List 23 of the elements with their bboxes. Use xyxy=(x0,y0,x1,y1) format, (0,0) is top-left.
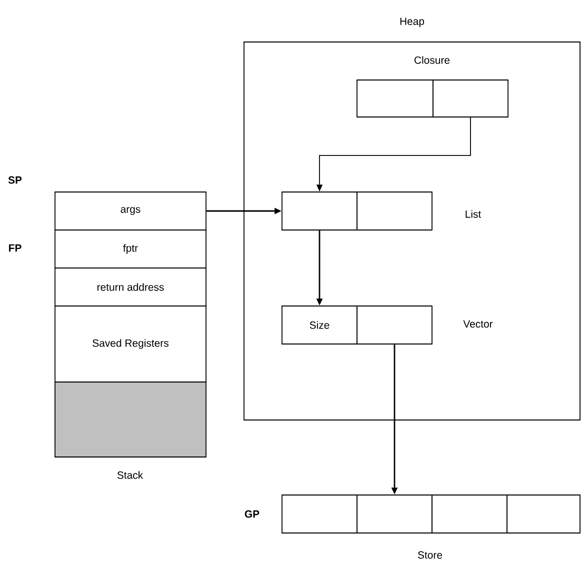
memory-cell xyxy=(356,192,432,230)
register-label: SP xyxy=(8,176,22,184)
memory-cell xyxy=(282,494,358,534)
memory-cell: Size xyxy=(282,306,358,344)
register-label: FP xyxy=(9,244,22,252)
node-label: Heap xyxy=(400,18,424,28)
memory-cell xyxy=(356,80,434,118)
caption-label: List xyxy=(466,210,482,218)
caption-label: Store xyxy=(418,551,442,559)
memory-cell xyxy=(282,192,358,230)
memory-cell xyxy=(432,80,508,118)
stack-cell: args xyxy=(54,192,206,230)
register-label: GP xyxy=(244,510,260,518)
stack-cell: return address xyxy=(54,268,206,306)
caption-label: Vector xyxy=(463,320,493,328)
memory-cell xyxy=(432,494,508,534)
memory-cell xyxy=(356,494,432,534)
memory-cell xyxy=(356,306,432,344)
caption-label: Stack xyxy=(117,471,144,479)
stack-cell: fptr xyxy=(54,230,206,268)
caption-label: Closure xyxy=(414,56,450,64)
stack-cell xyxy=(54,382,206,458)
memory-cell xyxy=(506,494,580,534)
